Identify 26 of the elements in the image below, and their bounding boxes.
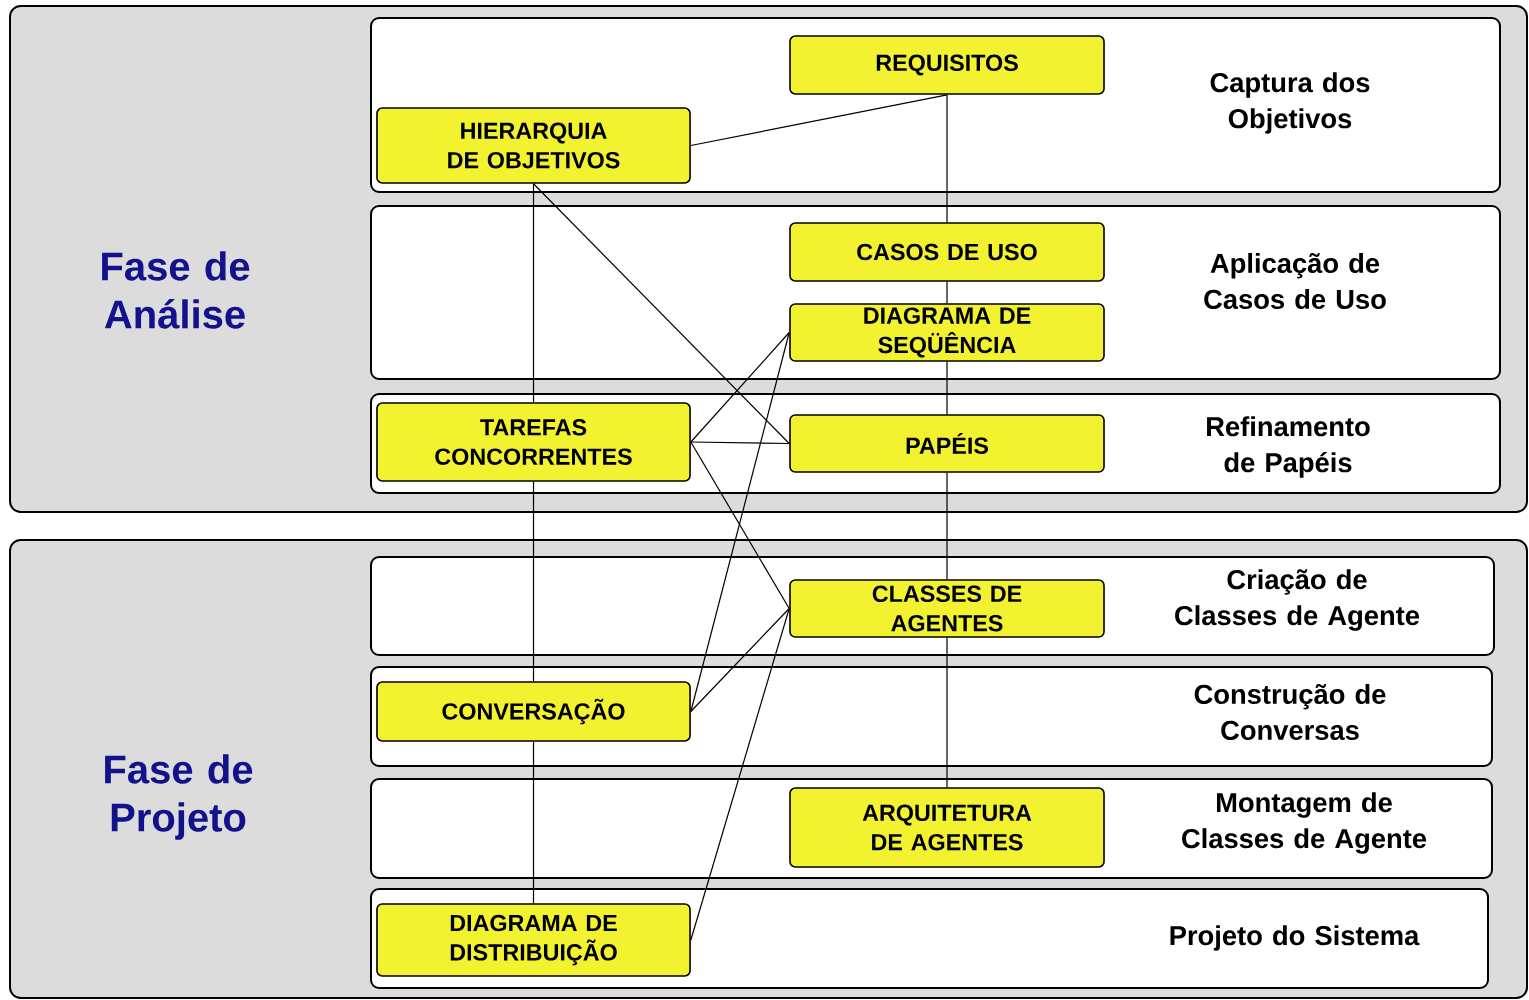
- connector-line: [690, 441, 790, 610]
- connector-line: [532, 741, 535, 904]
- connector-line: [946, 281, 948, 304]
- process-box: REQUISITOS: [789, 35, 1105, 95]
- process-box: CLASSES DE AGENTES: [789, 579, 1105, 638]
- connector-line: [690, 607, 790, 941]
- connector-line: [690, 607, 790, 713]
- connector-line: [946, 472, 948, 580]
- connector-line: [690, 331, 790, 443]
- process-box: HIERARQUIA DE OBJETIVOS: [376, 107, 691, 184]
- connector-line: [532, 183, 790, 445]
- connector-line: [946, 361, 948, 415]
- process-box: CASOS DE USO: [789, 222, 1105, 282]
- connector-line: [946, 94, 948, 223]
- connector-line: [532, 481, 535, 682]
- connector-line: [690, 441, 790, 445]
- process-box: PAPÉIS: [789, 414, 1105, 473]
- connector-line: [690, 331, 790, 713]
- process-box: DIAGRAMA DE SEQÜÊNCIA: [789, 303, 1105, 362]
- process-box: ARQUITETURA DE AGENTES: [789, 787, 1105, 868]
- process-box: CONVERSAÇÃO: [376, 681, 691, 742]
- connector-line: [532, 183, 535, 403]
- process-box: DIAGRAMA DE DISTRIBUIÇÃO: [376, 903, 691, 977]
- process-box: TAREFAS CONCORRENTES: [376, 402, 691, 482]
- connector-line: [946, 637, 948, 788]
- connector-line: [690, 94, 948, 147]
